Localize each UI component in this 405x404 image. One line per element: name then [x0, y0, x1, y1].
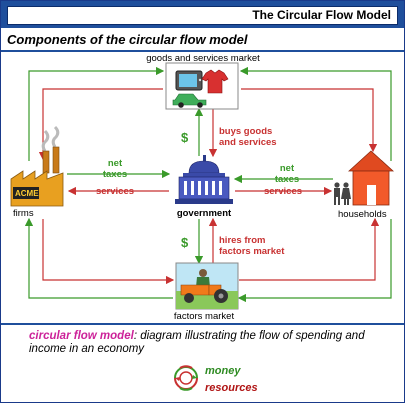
resource-flow-firms-to-factors — [42, 219, 175, 285]
window-title: The Circular Flow Model — [252, 8, 391, 22]
services-right-label: services — [264, 186, 302, 197]
definition-term: circular flow model — [29, 330, 134, 342]
capitol-icon — [175, 155, 233, 204]
firms-label: firms — [13, 208, 34, 219]
legend-panel: circular flow model: diagram illustratin… — [1, 323, 404, 404]
legend-resources: resources — [205, 382, 258, 394]
legend-money: money — [205, 365, 241, 377]
factors-market-label: factors market — [174, 311, 235, 322]
definition-body: : diagram illustrating the flow of spend… — [29, 330, 365, 355]
money-flow-factors-to-firms — [24, 217, 173, 299]
people-icon — [334, 182, 351, 205]
title-box: The Circular Flow Model — [7, 6, 398, 25]
section-title: Components of the circular flow model — [7, 32, 248, 47]
net-taxes-left-line1: net — [108, 158, 123, 169]
title-bar: The Circular Flow Model — [1, 1, 404, 28]
outer-flow-lines — [24, 66, 392, 303]
buys-goods-line2: and services — [219, 137, 277, 148]
money-flow-households-to-market — [239, 66, 392, 161]
firm-sign-text: ACME — [15, 189, 39, 198]
hires-line1: hires from — [219, 235, 265, 246]
hires-line2: factors market — [219, 246, 285, 257]
house-icon — [334, 150, 395, 206]
net-taxes-right-line2: taxes — [275, 174, 299, 185]
cycle-icon — [174, 365, 198, 391]
government-label: government — [177, 208, 232, 219]
dollar-icon-bottom: $ — [181, 235, 189, 250]
tv-car-shirt-icon — [165, 62, 239, 110]
circular-flow-diagram: ACME — [10, 53, 395, 322]
resource-flow-market-to-firms — [38, 88, 163, 161]
goods-market-label: goods and services market — [146, 53, 260, 64]
money-flow-firms-to-market — [28, 66, 165, 161]
buys-goods-line1: buys goods — [219, 126, 272, 137]
section-header: Components of the circular flow model — [1, 31, 404, 52]
definition-text: circular flow model: diagram illustratin… — [29, 330, 389, 356]
resource-flow-factors-to-households — [239, 217, 380, 281]
factory-icon: ACME — [10, 125, 64, 207]
services-left-label: services — [96, 186, 134, 197]
farmer-tractor-icon — [175, 262, 239, 310]
money-flow-households-to-factors — [237, 219, 392, 303]
resource-flow-market-to-households — [241, 88, 378, 153]
dollar-icon-top: $ — [181, 130, 189, 145]
net-taxes-left-line2: taxes — [103, 169, 127, 180]
households-label: households — [338, 209, 387, 220]
header-rule — [1, 50, 404, 52]
net-taxes-right-line1: net — [280, 163, 295, 174]
